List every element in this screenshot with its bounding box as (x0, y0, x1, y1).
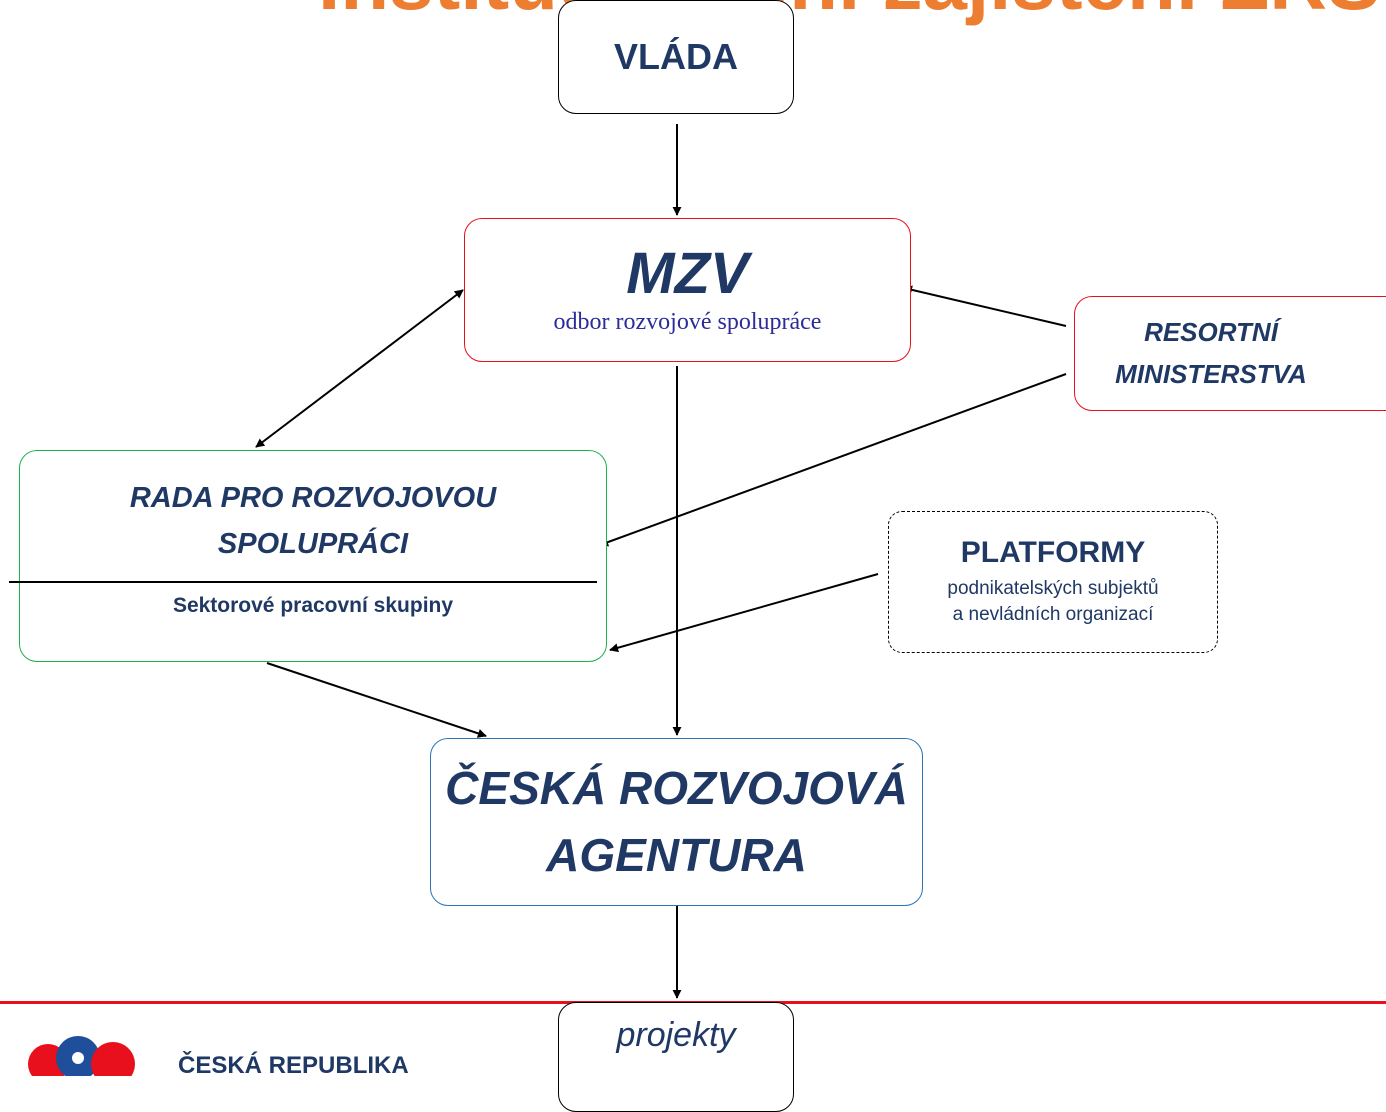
edge-platformy-rada (609, 573, 879, 653)
edge-resortni-mzv (903, 285, 1067, 327)
node-rada-subtitle: Sektorové pracovní skupiny (172, 593, 454, 617)
node-rada-line2: SPOLUPRÁCI (217, 528, 409, 561)
node-mzv: MZV odbor rozvojové spolupráce (464, 218, 911, 362)
edge-rada-agentura (266, 662, 487, 738)
node-rada: RADA PRO ROZVOJOVOU SPOLUPRÁCI Sektorové… (19, 450, 607, 662)
node-mzv-label: MZV (626, 241, 749, 307)
node-agentura-line2: AGENTURA (546, 829, 807, 881)
node-vlada-label: VLÁDA (614, 36, 738, 77)
node-projekty-label: projekty (616, 1016, 736, 1054)
node-mzv-subtitle: odbor rozvojové spolupráce (553, 308, 822, 335)
diagram-connectors (255, 124, 1067, 999)
node-platformy: PLATFORMY podnikatelských subjektů a nev… (888, 511, 1218, 653)
rada-divider-line (9, 581, 597, 583)
node-resortni-line2: MINISTERSTVA (1115, 358, 1307, 389)
czech-republic-logo-icon (28, 1036, 135, 1076)
node-platformy-subtitle: podnikatelských subjektů a nevládních or… (947, 576, 1158, 627)
node-agentura-line1: ČESKÁ ROZVOJOVÁ (445, 762, 908, 815)
node-projekty: projekty (558, 1002, 794, 1112)
node-resortni-ministerstva: RESORTNÍ MINISTERSTVA (1074, 296, 1386, 411)
node-vlada: VLÁDA (558, 0, 794, 114)
footer-org-name: ČESKÁ REPUBLIKA (178, 1052, 409, 1079)
node-platformy-label: PLATFORMY (960, 536, 1146, 569)
node-platformy-line2: a nevládních organizací (952, 603, 1154, 625)
node-rada-title: RADA PRO ROZVOJOVOU SPOLUPRÁCI (130, 475, 496, 568)
node-rada-line1: RADA PRO ROZVOJOVOU (129, 482, 497, 514)
node-resortni-line1: RESORTNÍ (1144, 316, 1278, 347)
node-platformy-line1: podnikatelských subjektů (947, 578, 1159, 599)
edge-mzv-rada (255, 289, 464, 448)
node-agentura: ČESKÁ ROZVOJOVÁ AGENTURA (430, 738, 923, 906)
